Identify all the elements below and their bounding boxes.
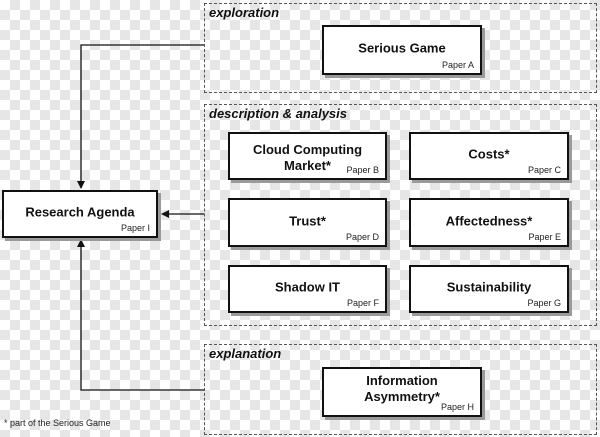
- trust-title: Trust*: [289, 212, 326, 228]
- trust-paper: Paper D: [345, 232, 379, 242]
- shadow-it-paper: Paper F: [346, 298, 379, 308]
- footnote: * part of the Serious Game: [4, 418, 111, 428]
- sustainability-paper: Paper G: [527, 298, 561, 308]
- information-asymmetry-title: Information Asymmetry*: [364, 372, 440, 404]
- serious-game-title: Serious Game: [358, 40, 446, 56]
- affectedness-paper: Paper E: [528, 232, 561, 242]
- group-description-analysis: description & analysis: [204, 104, 597, 326]
- group-title-exploration: exploration: [209, 5, 280, 20]
- group-title-description: description & analysis: [209, 106, 347, 121]
- box-sustainability: Sustainability Paper G: [409, 265, 569, 313]
- research-agenda-paper: Paper I: [120, 223, 150, 233]
- box-trust: Trust* Paper D: [228, 198, 387, 247]
- cloud-computing-paper: Paper B: [346, 165, 379, 175]
- box-information-asymmetry: Information Asymmetry* Paper H: [322, 367, 482, 417]
- group-exploration: exploration: [204, 3, 597, 93]
- shadow-it-title: Shadow IT: [275, 279, 340, 295]
- cloud-computing-title: Cloud Computing Market*: [252, 142, 363, 173]
- box-affectedness: Affectedness* Paper E: [409, 198, 569, 247]
- affectedness-title: Affectedness*: [445, 212, 533, 228]
- arrow-exploration-to-agenda: [77, 44, 204, 189]
- box-research-agenda: Research Agenda Paper I: [2, 190, 158, 238]
- box-costs: Costs* Paper C: [409, 132, 569, 180]
- arrow-explanation-to-agenda: [77, 239, 204, 391]
- box-shadow-it: Shadow IT Paper F: [228, 265, 387, 313]
- box-cloud-computing-market: Cloud Computing Market* Paper B: [228, 132, 387, 180]
- information-asymmetry-paper: Paper H: [440, 402, 474, 412]
- group-explanation: explanation: [204, 344, 597, 435]
- group-title-explanation: explanation: [209, 346, 282, 361]
- research-agenda-title: Research Agenda: [25, 204, 135, 220]
- serious-game-paper: Paper A: [441, 60, 474, 70]
- box-serious-game: Serious Game Paper A: [322, 25, 482, 75]
- costs-paper: Paper C: [527, 165, 561, 175]
- costs-title: Costs*: [468, 146, 510, 162]
- sustainability-title: Sustainability: [446, 279, 532, 295]
